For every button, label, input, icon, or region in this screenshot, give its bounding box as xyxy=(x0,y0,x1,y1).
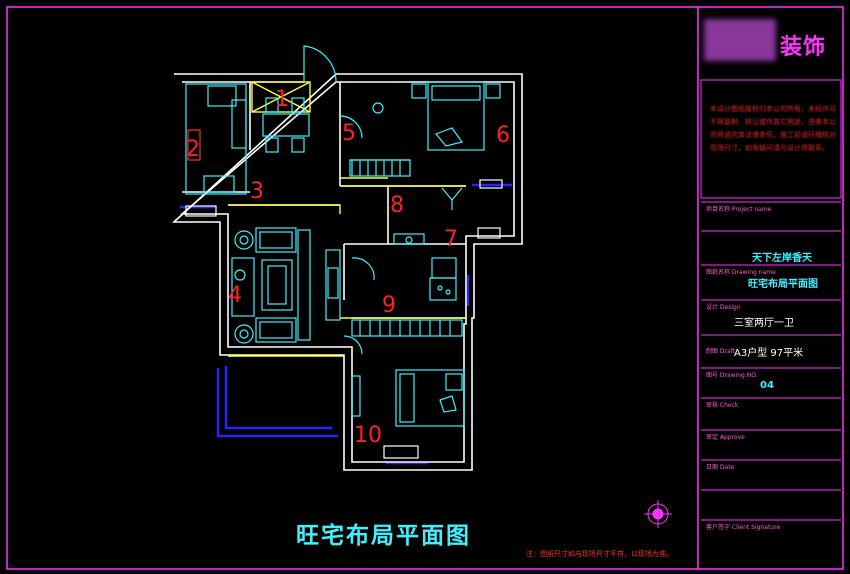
second-bed xyxy=(395,369,465,427)
project-row: 项目名称 Project name xyxy=(700,203,843,231)
design-row: 设计 Design 三室两厅一卫 xyxy=(700,301,843,335)
project-value: 天下左岸香天 xyxy=(752,253,812,264)
bedroom-door xyxy=(339,115,363,139)
zone-numbers: 1 2 3 4 5 6 7 8 9 10 xyxy=(186,87,510,448)
project-value-row: 天下左岸香天 xyxy=(700,232,843,266)
number-label: 图号 Drawing NO. xyxy=(706,372,758,379)
tv-cabinet xyxy=(325,249,341,321)
draft-label: 制图 Draft xyxy=(706,348,736,355)
fengshui-zones xyxy=(228,81,466,357)
drawing-label: 图纸名称 Drawing name xyxy=(706,269,776,276)
furniture xyxy=(185,45,503,459)
approve-label: 审定 Approve xyxy=(706,434,745,441)
zone-label: 1 xyxy=(275,87,289,112)
zone-label: 8 xyxy=(390,193,404,218)
check-row: 审核 Check xyxy=(700,399,843,429)
company-name-redacted xyxy=(704,19,776,61)
draft-value: A3户型 97平米 xyxy=(734,348,804,359)
signature-label: 客户签字 Client Signature xyxy=(706,524,781,531)
windows xyxy=(180,183,512,465)
zone-label: 3 xyxy=(250,179,264,204)
company-brand: 装饰 xyxy=(700,7,843,77)
zone-label: 2 xyxy=(186,137,200,162)
coffee-table xyxy=(261,259,293,311)
title-block-grid xyxy=(701,201,841,521)
zone-label: 6 xyxy=(496,123,510,148)
front-door xyxy=(303,45,337,83)
signature-row: 客户签字 Client Signature xyxy=(700,521,843,551)
drawing-value: 旺宅布局平面图 xyxy=(748,279,818,290)
number-value: 04 xyxy=(760,380,774,391)
zone-label: 7 xyxy=(444,227,458,252)
project-label: 项目名称 Project name xyxy=(706,206,772,213)
master-bed xyxy=(427,81,485,151)
zone-label: 10 xyxy=(354,423,382,448)
dining-table xyxy=(262,113,310,137)
date-label: 日期 Date xyxy=(706,464,735,471)
shower-fixture xyxy=(441,187,463,201)
number-row: 图号 Drawing NO. 04 xyxy=(700,369,843,399)
zone-label: 4 xyxy=(228,283,242,308)
zone-label: 9 xyxy=(382,293,396,318)
approve-row: 审定 Approve xyxy=(700,431,843,461)
drawing-row: 图纸名称 Drawing name 旺宅布局平面图 xyxy=(700,266,843,300)
company-name-suffix: 装饰 xyxy=(780,34,827,60)
draft-row: 制图 Draft A3户型 97平米 xyxy=(700,336,843,370)
copyright-notice: 本设计图纸版权归本公司所有，未经许可不得复制、转让或作其它用途，违者本公司将追究… xyxy=(710,105,836,152)
compass-icon xyxy=(644,500,672,528)
plan-footnote: 注：图纸尺寸如与现场尺寸不符，以现场为准。 xyxy=(526,550,673,558)
check-label: 审核 Check xyxy=(706,402,739,409)
date-row: 日期 Date xyxy=(700,461,843,491)
zone-label: 5 xyxy=(342,121,356,146)
design-value: 三室两厅一卫 xyxy=(734,318,794,329)
drawing-frame xyxy=(6,6,844,570)
plan-title: 旺宅布局平面图 xyxy=(296,523,471,549)
notice-box xyxy=(700,79,842,199)
design-label: 设计 Design xyxy=(706,304,741,311)
title-block: 装饰 本设计图纸版权归本公司所有，未经许可不得复制、转让或作其它用途，违者本公司… xyxy=(700,7,843,569)
